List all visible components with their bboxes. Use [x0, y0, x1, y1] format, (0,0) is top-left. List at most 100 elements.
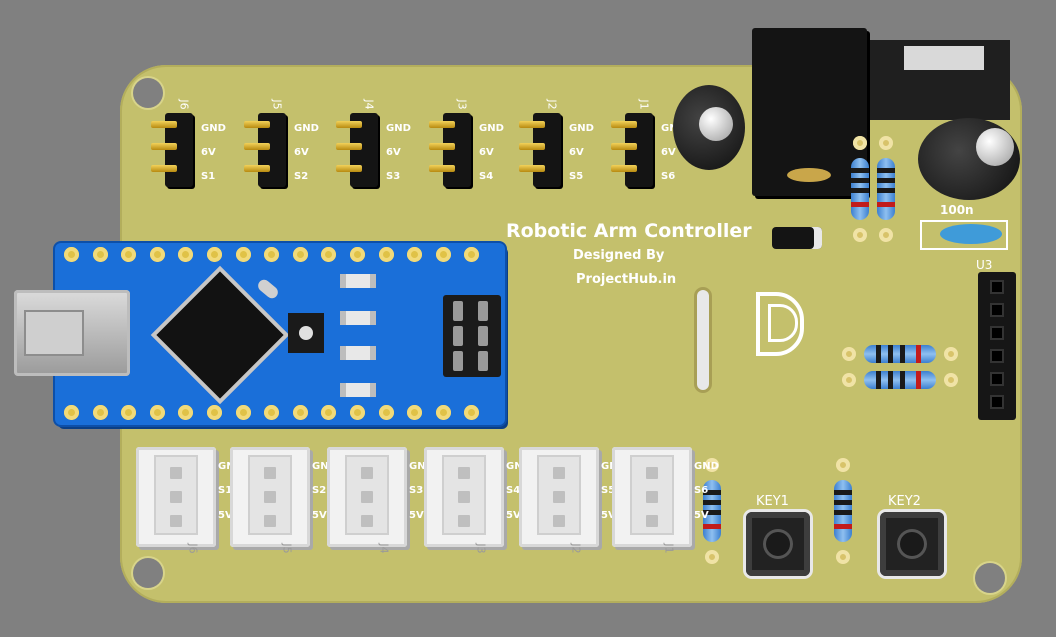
- resistor-band: [876, 371, 881, 389]
- header-pin: [429, 121, 455, 128]
- electrolytic-capacitor: [918, 118, 1020, 200]
- header-ref-label: J2: [545, 99, 559, 110]
- capacitor-label: 100n: [940, 203, 974, 217]
- header-pin-label: GND: [386, 123, 411, 134]
- resistor: [851, 158, 869, 220]
- nano-pin-pad: [207, 247, 222, 262]
- header-pin: [429, 143, 455, 150]
- header-pin-label: GND: [294, 123, 319, 134]
- header-ref-label: J5: [270, 99, 284, 110]
- jst-pin: [170, 515, 182, 527]
- nano-pin-pad: [235, 405, 251, 420]
- header-pin: [611, 121, 637, 128]
- key1-button[interactable]: [746, 512, 810, 576]
- key2-button[interactable]: [880, 512, 944, 576]
- projecthub-logo: [752, 288, 822, 368]
- smd-component: [340, 383, 376, 397]
- jst-pin: [553, 515, 565, 527]
- nano-pin-pad: [350, 247, 365, 262]
- header-pin: [244, 143, 270, 150]
- resistor-band: [834, 510, 852, 515]
- resistor-band: [851, 188, 869, 193]
- resistor-band: [834, 490, 852, 495]
- smd-component: [340, 274, 376, 288]
- resistor-pad: [879, 228, 893, 242]
- jst-pin: [458, 467, 470, 479]
- header-pin-label: S5: [569, 171, 584, 182]
- jst-pin: [553, 467, 565, 479]
- electrolytic-capacitor: [673, 85, 745, 170]
- jst-pin: [361, 515, 373, 527]
- header-pin: [429, 165, 455, 172]
- smd-component: [340, 311, 376, 325]
- credit-projecthub: ProjectHub.in: [576, 272, 677, 287]
- jst-pin-label: 5V: [694, 510, 709, 521]
- jst-connector: [519, 447, 599, 547]
- header-pin: [519, 143, 545, 150]
- header-pin-label: 6V: [479, 147, 494, 158]
- header-pin-label: S3: [386, 171, 401, 182]
- resistor-band: [876, 345, 881, 363]
- resistor-pad: [842, 347, 856, 361]
- resistor-band: [851, 202, 869, 207]
- resistor: [864, 371, 936, 389]
- jst-ref-label: J3: [474, 543, 488, 554]
- jst-ref-label: J2: [569, 543, 583, 554]
- nano-pin-pad: [435, 247, 451, 262]
- resistor-pad: [705, 550, 719, 564]
- nano-pin-pad: [178, 247, 194, 262]
- nano-pin-pad: [64, 247, 79, 262]
- header-pin-label: GND: [569, 123, 594, 134]
- nano-pin-pad: [92, 405, 108, 420]
- nano-pin-pad: [378, 405, 394, 420]
- board-title: Robotic Arm Controller: [506, 220, 752, 242]
- jst-pin: [361, 491, 373, 503]
- header-pin-label: 6V: [569, 147, 584, 158]
- jst-connector: [327, 447, 407, 547]
- header-pin: [151, 143, 177, 150]
- nano-pin-pad: [121, 247, 137, 262]
- jst-connector: [612, 447, 692, 547]
- resistor-pad: [944, 373, 958, 387]
- header-pin: [519, 165, 545, 172]
- resistor-band: [916, 345, 921, 363]
- resistor-band: [900, 345, 905, 363]
- jst-pin: [170, 491, 182, 503]
- jst-pin: [646, 515, 658, 527]
- header-pin: [611, 165, 637, 172]
- capacitor-outline: [920, 220, 1008, 250]
- resistor-band: [703, 500, 721, 505]
- resistor-band: [877, 178, 895, 183]
- jst-connector: [230, 447, 310, 547]
- dc-barrel-jack: [752, 28, 867, 196]
- jst-pin-label: S6: [694, 485, 709, 496]
- header-pin-label: S4: [479, 171, 494, 182]
- header-pin: [244, 165, 270, 172]
- resistor-band: [851, 168, 869, 173]
- nano-pin-pad: [207, 405, 222, 420]
- resistor-band: [888, 345, 893, 363]
- nano-pin-pad: [92, 247, 108, 262]
- jst-pin-label: GND: [409, 461, 434, 472]
- header-pin: [519, 121, 545, 128]
- header-pin-label: 6V: [386, 147, 401, 158]
- mounting-hole-bottom-right: [975, 563, 1005, 593]
- nano-pin-pad: [292, 405, 308, 420]
- nano-pin-pad: [235, 247, 251, 262]
- jst-pin-label: S2: [312, 485, 327, 496]
- nano-pin-pad: [407, 405, 423, 420]
- key1-button-cap: [763, 529, 793, 559]
- u3-label: U3: [976, 258, 993, 272]
- resistor-band: [877, 168, 895, 173]
- resistor: [703, 480, 721, 542]
- u3-socket-hole: [990, 349, 1004, 363]
- icsp-header: [443, 295, 501, 377]
- jst-pin-label: 5V: [601, 510, 616, 521]
- credit-designed-by: Designed By: [573, 248, 665, 263]
- header-ref-label: J4: [362, 99, 376, 110]
- jst-pin: [458, 491, 470, 503]
- header-pin-label: 6V: [201, 147, 216, 158]
- ceramic-capacitor: [940, 224, 1002, 244]
- jumper-wire: [697, 290, 709, 390]
- regulator-tab: [904, 46, 984, 70]
